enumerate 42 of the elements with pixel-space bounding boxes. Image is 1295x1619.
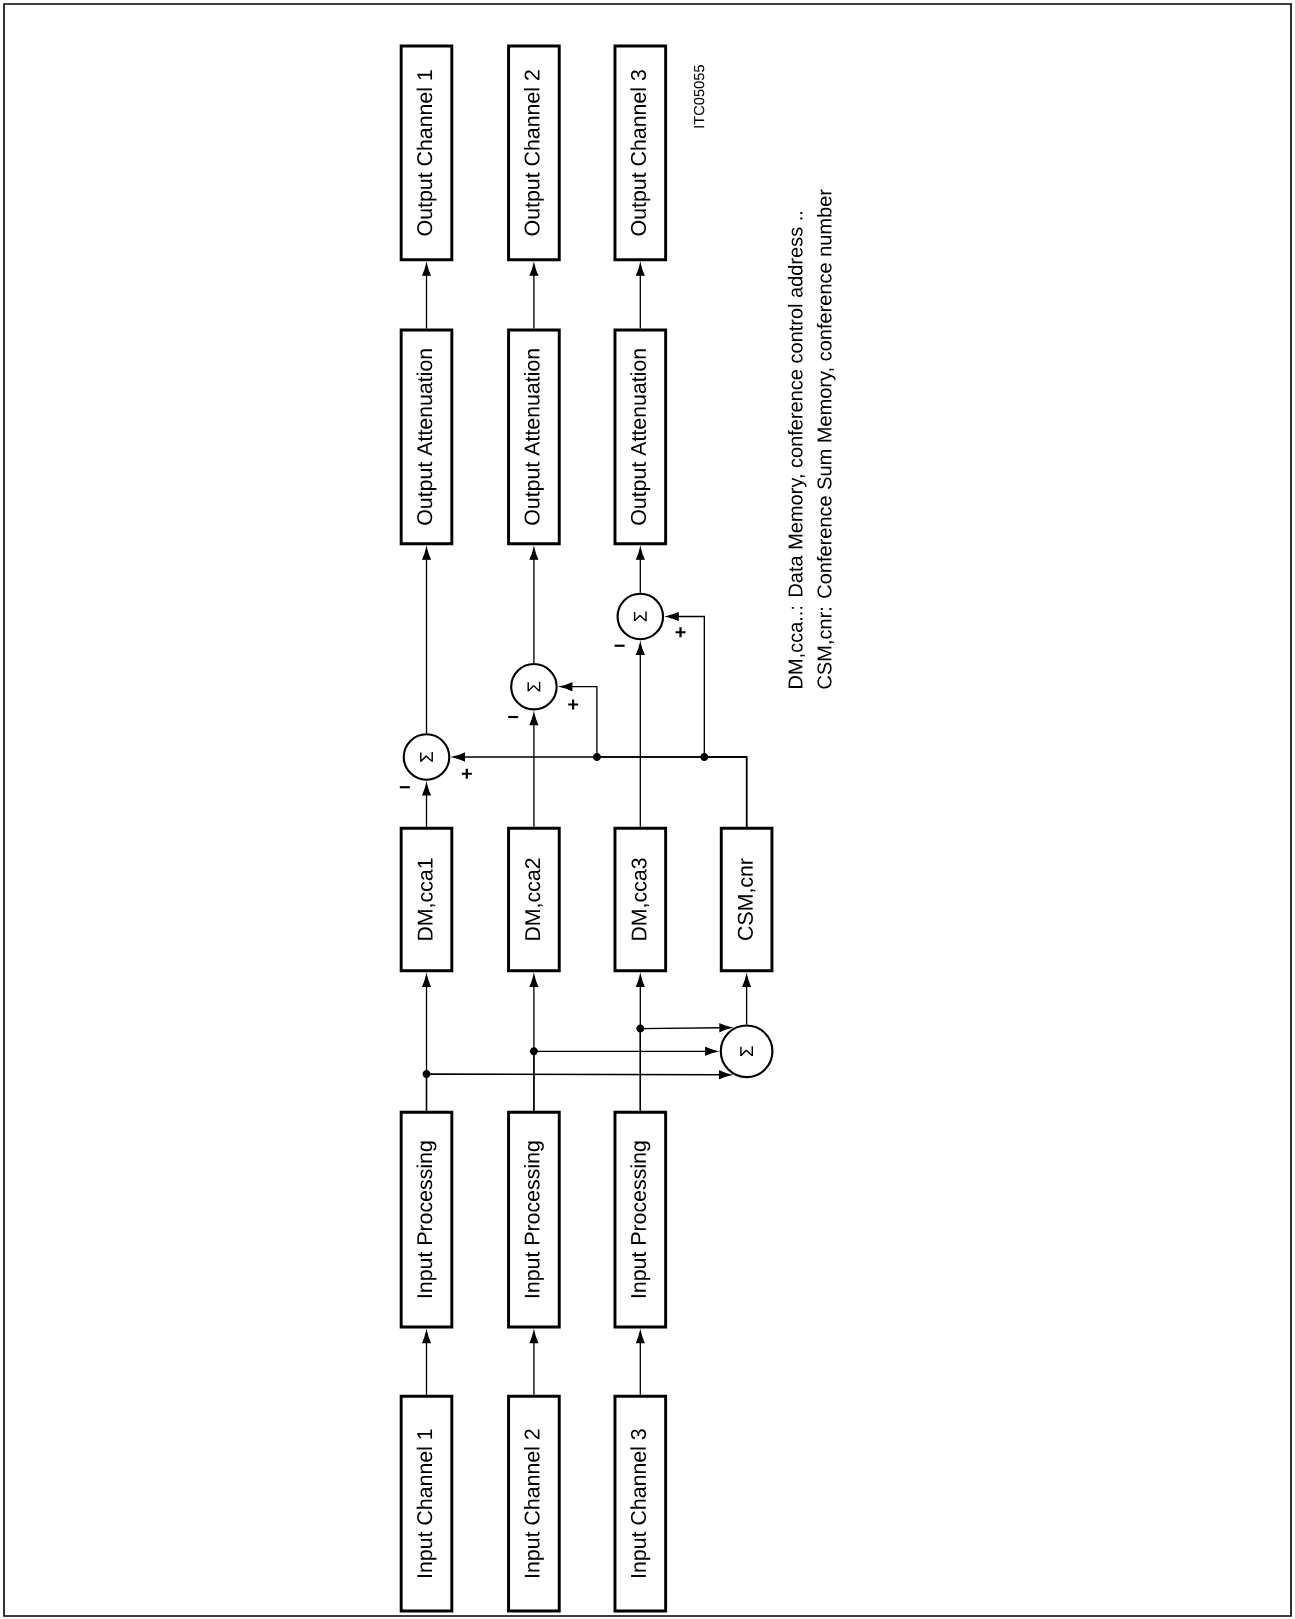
arrow	[636, 1023, 732, 1112]
memory-box: DM,cca2	[507, 826, 561, 973]
channel-box: Input Channel 2	[507, 1394, 561, 1613]
arrow	[636, 263, 645, 330]
process-box: Input Processing	[399, 1110, 454, 1329]
sign-label: +	[675, 627, 686, 638]
channel-box: Output Channel 2	[507, 44, 561, 262]
arrow	[422, 263, 431, 330]
arrow	[422, 547, 431, 734]
arrow	[529, 1331, 539, 1396]
sign-label: −	[508, 715, 519, 719]
arrow	[529, 263, 539, 330]
note-text: DM,cca..: Data Memory, conference control address ..	[787, 212, 807, 688]
arrow	[422, 1070, 732, 1112]
arrow	[529, 1047, 718, 1112]
channel-box: Input Channel 1	[399, 1394, 454, 1613]
sign-label: +	[568, 699, 579, 710]
arrow	[636, 642, 645, 828]
process-box: Input Processing	[507, 1110, 561, 1329]
memory-box: DM,cca1	[399, 826, 454, 973]
attenuation-box: Output Attenuation	[399, 328, 454, 546]
sign-label: −	[614, 644, 625, 647]
arrow	[422, 783, 431, 828]
figure-id: ITC05055	[693, 65, 705, 128]
arrow	[422, 1331, 431, 1396]
arrow	[529, 547, 539, 664]
arrow	[636, 547, 645, 594]
note-text: CSM,cnr: Conference Sum Memory, conference number	[816, 189, 836, 689]
arrow	[529, 713, 539, 828]
memory-box: CSM,cnr	[719, 826, 774, 973]
attenuation-box: Output Attenuation	[507, 328, 561, 546]
arrow	[666, 612, 748, 828]
attenuation-box: Output Attenuation	[613, 328, 668, 546]
process-box: Input Processing	[613, 1110, 668, 1329]
arrow	[742, 974, 751, 1026]
memory-box: DM,cca3	[613, 826, 668, 973]
channel-box: Input Channel 3	[613, 1394, 668, 1613]
channel-box: Output Channel 3	[613, 44, 668, 262]
sign-label: +	[461, 768, 472, 779]
arrow	[636, 1331, 645, 1396]
channel-box: Output Channel 1	[399, 44, 454, 262]
sign-label: −	[399, 786, 410, 789]
